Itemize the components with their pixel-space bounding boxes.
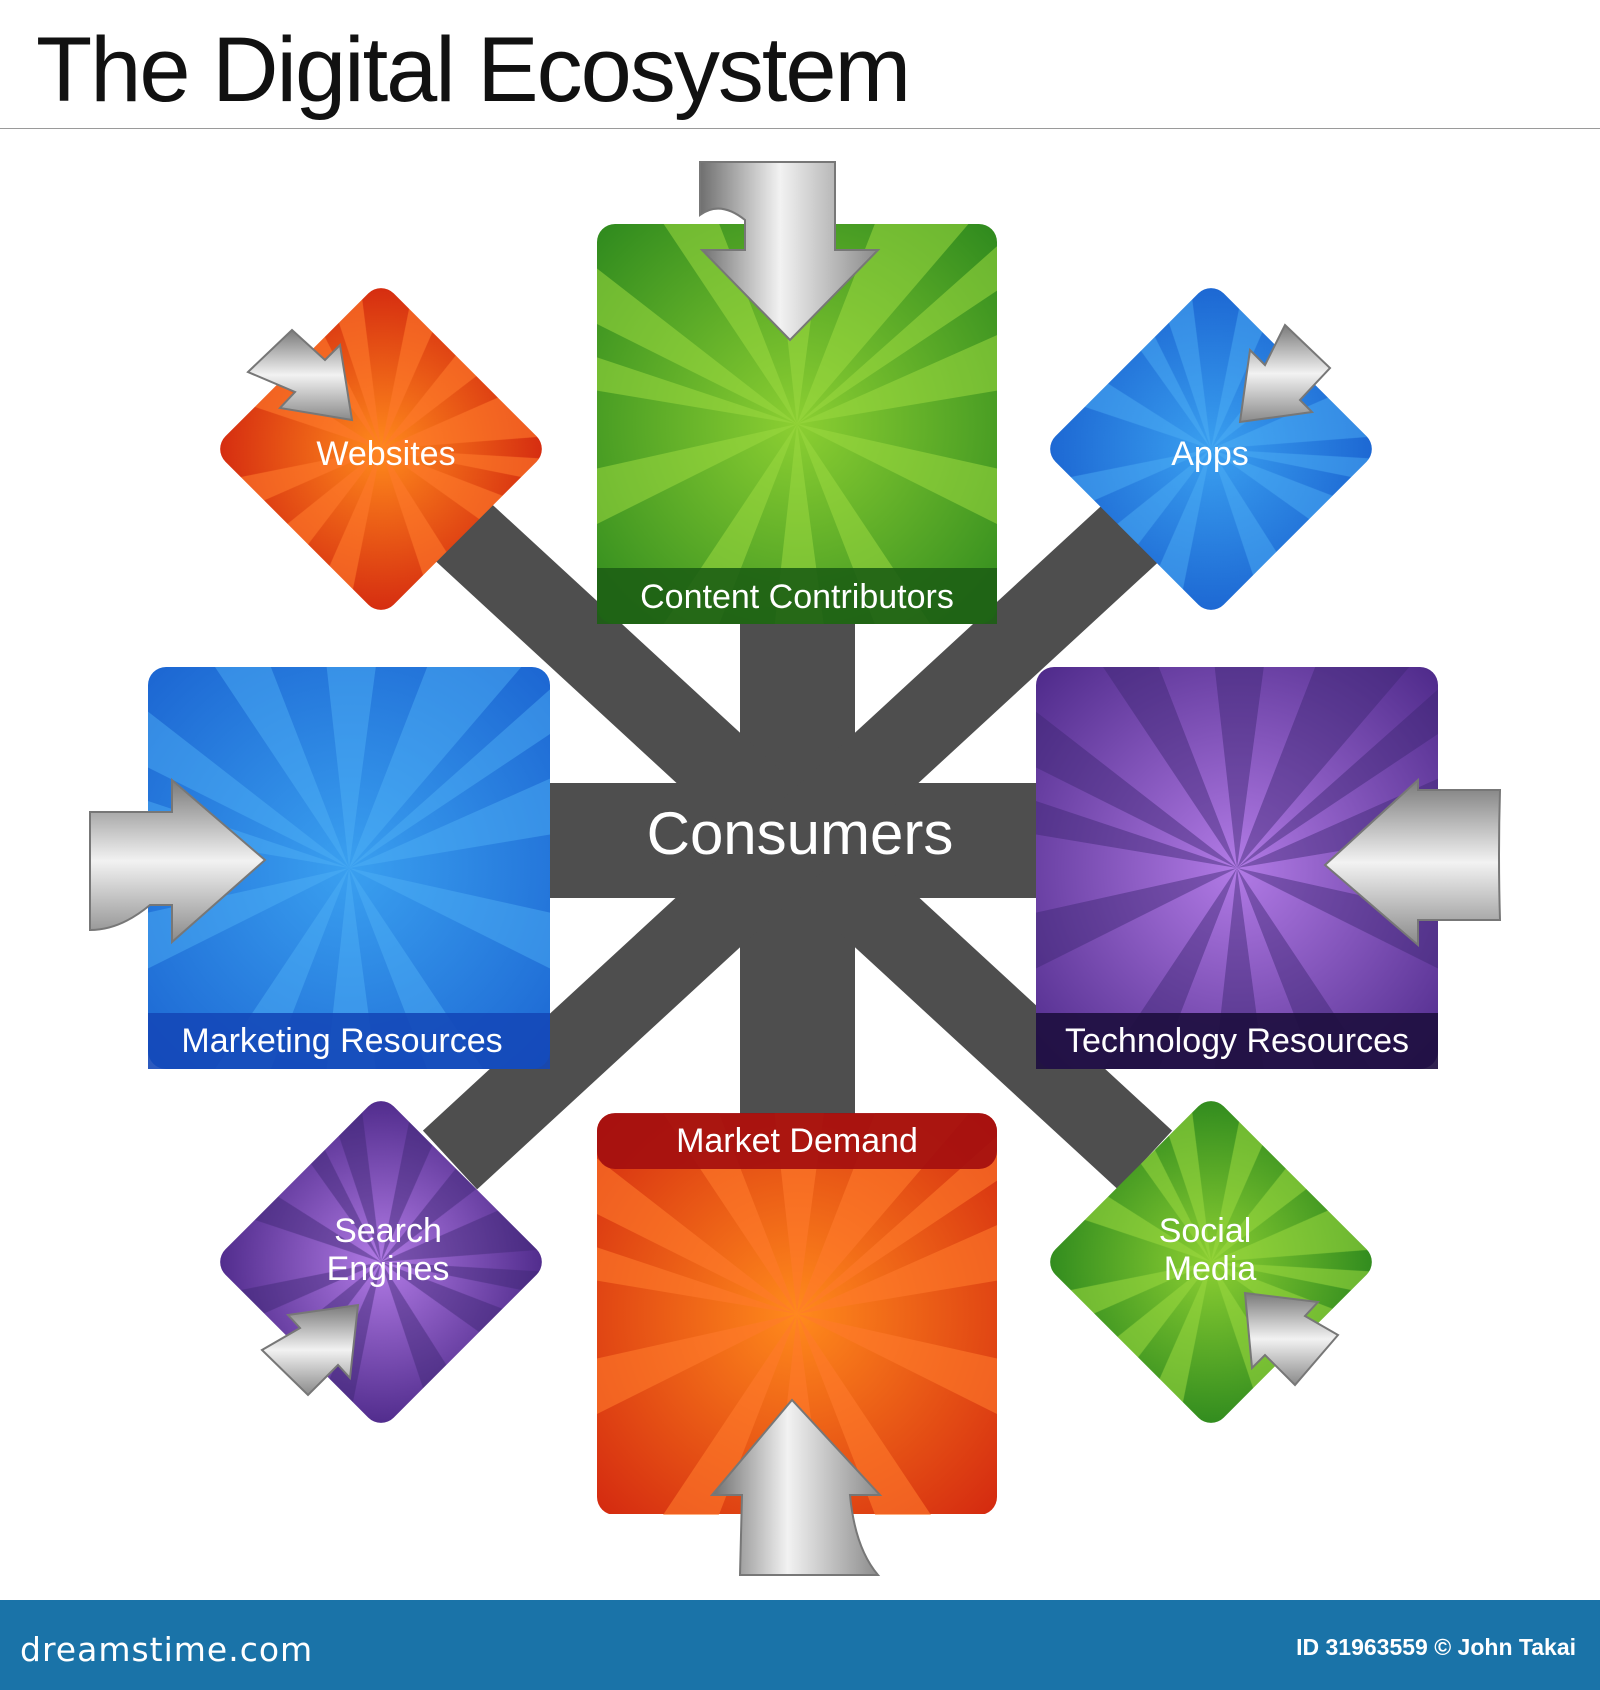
market-demand-label: Market Demand: [676, 1122, 918, 1160]
arrow-diagonal-icon: [1238, 323, 1332, 424]
apps-label: Apps: [1171, 435, 1249, 473]
search-engines-label-line2: Engines: [327, 1250, 450, 1288]
arrow-diagonal-icon: [1243, 1291, 1340, 1387]
page-title: The Digital Ecosystem: [36, 19, 911, 121]
websites-label: Websites: [316, 435, 455, 473]
connector-diagonal-b: [422, 490, 1173, 1190]
node-websites: Websites: [220, 288, 542, 610]
social-media-label-line2: Media: [1164, 1250, 1257, 1288]
node-content-contributors: Content Contributors: [597, 161, 997, 624]
arrow-diagonal-icon: [260, 1303, 360, 1397]
node-market-demand: Market Demand: [597, 1113, 997, 1576]
marketing-resources-label: Marketing Resources: [181, 1022, 502, 1060]
node-technology-resources: Technology Resources: [1036, 667, 1502, 1069]
arrow-up-icon: [709, 1398, 883, 1576]
search-engines-label: Search: [334, 1212, 442, 1250]
center-label: Consumers: [647, 800, 954, 867]
ecosystem-diagram: Consumers Content Contributors Websites …: [89, 161, 1502, 1576]
arrow-left-icon: [1323, 777, 1502, 948]
image-credit: ID 31963559 © John Takai: [1296, 1634, 1576, 1660]
social-media-label: Social: [1159, 1212, 1252, 1250]
footer-bar: dreamstime.com ID 31963559 © John Takai: [0, 1600, 1600, 1690]
content-contributors-label: Content Contributors: [640, 578, 954, 616]
arrow-right-icon: [89, 777, 267, 945]
technology-resources-label: Technology Resources: [1065, 1022, 1409, 1060]
node-apps: Apps: [1050, 288, 1372, 610]
connectors: [422, 490, 1173, 1190]
arrow-diagonal-icon: [246, 328, 354, 422]
brand-watermark: dreamstime.com: [20, 1630, 314, 1669]
node-marketing-resources: Marketing Resources: [89, 667, 550, 1069]
node-search-engines: Search Engines: [220, 1101, 542, 1423]
node-social-media: Social Media: [1050, 1101, 1372, 1423]
arrow-down-icon: [699, 161, 881, 342]
title-divider: [0, 128, 1600, 129]
